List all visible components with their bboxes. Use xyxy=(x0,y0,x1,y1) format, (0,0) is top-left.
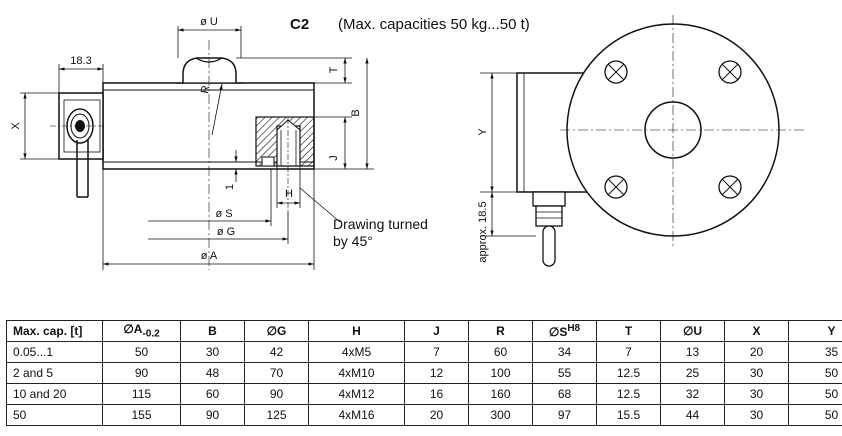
table-cell: 50 xyxy=(788,404,842,426)
drawing-subtitle: (Max. capacities 50 kg...50 t) xyxy=(338,16,530,33)
table-cell: 60 xyxy=(468,341,533,363)
table-cell: 4xM10 xyxy=(308,362,405,384)
table-cell: 68 xyxy=(532,383,597,405)
column-header: ∅U xyxy=(660,320,725,342)
table-cell: 25 xyxy=(660,362,725,384)
table-cell: 42 xyxy=(244,341,309,363)
table-cell: 35 xyxy=(788,341,842,363)
table-cell: 12.5 xyxy=(596,362,661,384)
table-cell: 4xM5 xyxy=(308,341,405,363)
table-cell: 4xM12 xyxy=(308,383,405,405)
table-cell: 125 xyxy=(244,404,309,426)
dim-label-a: ø A xyxy=(201,250,218,262)
table-cell: 55 xyxy=(532,362,597,384)
column-header: X xyxy=(724,320,789,342)
table-cell: 12.5 xyxy=(596,383,661,405)
table-cell: 48 xyxy=(180,362,245,384)
table-cell: 10 and 20 xyxy=(6,383,103,405)
table-cell: 97 xyxy=(532,404,597,426)
dim-label-g: ø G xyxy=(217,226,235,238)
column-header: Y xyxy=(788,320,842,342)
table-cell: 160 xyxy=(468,383,533,405)
dim-label-18-3: 18.3 xyxy=(70,55,91,67)
column-header: J xyxy=(404,320,469,342)
table-cell: 20 xyxy=(404,404,469,426)
cable-gland-front xyxy=(532,191,566,207)
table-cell: 16 xyxy=(404,383,469,405)
table-cell: 90 xyxy=(180,404,245,426)
dim-label-j: J xyxy=(328,155,340,161)
column-header: R xyxy=(468,320,533,342)
note-line-2: by 45° xyxy=(333,233,373,249)
table-cell: 30 xyxy=(724,383,789,405)
table-cell: 90 xyxy=(102,362,181,384)
dim-label-approx-18-5: approx. 18.5 xyxy=(477,201,489,262)
front-view: Y approx. 18.5 xyxy=(477,15,804,267)
side-view: ø U 18.3 X R T B J 1 xyxy=(10,16,374,270)
table-cell: 50 xyxy=(6,404,103,426)
note-line-1: Drawing turned xyxy=(333,216,428,232)
table-cell: 30 xyxy=(724,362,789,384)
table-cell: 7 xyxy=(596,341,661,363)
column-header: B xyxy=(180,320,245,342)
mounting-hole xyxy=(718,60,742,84)
table-cell: 13 xyxy=(660,341,725,363)
load-button xyxy=(182,57,237,83)
column-header: ∅G xyxy=(244,320,309,342)
table-cell: 0.05...1 xyxy=(6,341,103,363)
column-header: ∅SH8 xyxy=(532,320,597,342)
table-cell: 32 xyxy=(660,383,725,405)
table-cell: 34 xyxy=(532,341,597,363)
dim-label-t: T xyxy=(328,66,340,73)
table-cell: 50 xyxy=(102,341,181,363)
dim-label-u: ø U xyxy=(200,16,218,28)
table-cell: 30 xyxy=(180,341,245,363)
table-cell: 115 xyxy=(102,383,181,405)
table-cell: 50 xyxy=(788,383,842,405)
table-cell: 7 xyxy=(404,341,469,363)
table-cell: 15.5 xyxy=(596,404,661,426)
drawing-code: C2 xyxy=(290,16,309,33)
table-cell: 2 and 5 xyxy=(6,362,103,384)
mounting-hole xyxy=(718,175,742,199)
dim-label-x: X xyxy=(10,122,22,130)
column-header: Max. cap. [t] xyxy=(6,320,103,342)
column-header: ∅A-0.2 xyxy=(102,320,181,342)
table-cell: 20 xyxy=(724,341,789,363)
table-cell: 12 xyxy=(404,362,469,384)
mounting-hole xyxy=(604,175,628,199)
dim-label-s: ø S xyxy=(215,208,232,220)
table-cell: 44 xyxy=(660,404,725,426)
dim-label-1: 1 xyxy=(224,184,236,190)
table-cell: 30 xyxy=(724,404,789,426)
table-cell: 50 xyxy=(788,362,842,384)
cable xyxy=(76,140,89,197)
dim-label-r: R xyxy=(199,85,212,95)
table-cell: 70 xyxy=(244,362,309,384)
cable-front xyxy=(542,225,556,267)
dim-label-b: B xyxy=(350,109,362,116)
table-cell: 4xM16 xyxy=(308,404,405,426)
dim-label-y: Y xyxy=(477,128,489,136)
dim-label-h: H xyxy=(285,188,293,200)
table-cell: 155 xyxy=(102,404,181,426)
column-header: T xyxy=(596,320,661,342)
table-cell: 300 xyxy=(468,404,533,426)
column-header: H xyxy=(308,320,405,342)
technical-drawing: ø U 18.3 X R T B J 1 xyxy=(10,15,804,270)
table-cell: 90 xyxy=(244,383,309,405)
mounting-hole xyxy=(604,60,628,84)
table-cell: 100 xyxy=(468,362,533,384)
table-cell: 60 xyxy=(180,383,245,405)
